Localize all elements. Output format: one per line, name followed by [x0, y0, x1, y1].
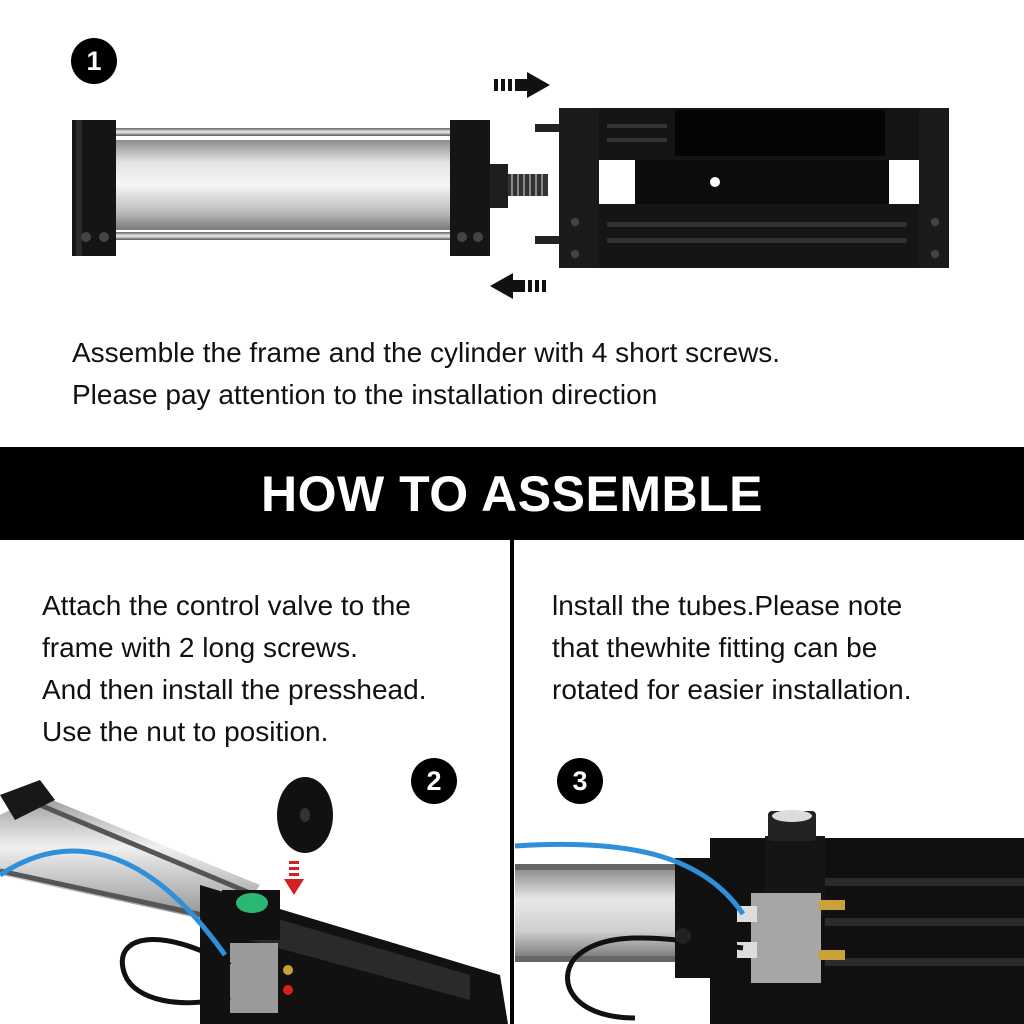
step-2-line: And then install the presshead. [42, 674, 427, 705]
frame-image [535, 108, 949, 268]
step-2-line: frame with 2 long screws. [42, 632, 358, 663]
step-3-line: lnstall the tubes.Please note [552, 590, 903, 621]
tube-installation-image [514, 810, 1024, 1024]
step-1-badge: 1 [71, 38, 117, 84]
step-2-instructions: Attach the control valve to the frame wi… [42, 585, 426, 753]
valve-presshead-image [0, 777, 508, 1024]
step-1-line: Please pay attention to the installation… [72, 379, 658, 410]
step-2-line: Use the nut to position. [42, 716, 329, 747]
step-2-badge: 2 [411, 758, 457, 804]
section-banner: HOW TO ASSEMBLE [0, 447, 1024, 540]
step-3-line: that thewhite fitting can be [552, 632, 878, 663]
banner-title: HOW TO ASSEMBLE [261, 465, 763, 522]
step-1-instructions: Assemble the frame and the cylinder with… [72, 332, 780, 416]
column-divider [510, 540, 514, 1024]
step-3-instructions: lnstall the tubes.Please note that thewh… [552, 585, 912, 711]
cylinder-image [72, 120, 548, 256]
step-3-badge: 3 [557, 758, 603, 804]
step-2-line: Attach the control valve to the [42, 590, 411, 621]
arrow-right-icon [494, 72, 550, 98]
arrow-left-icon [490, 273, 546, 299]
step-1-line: Assemble the frame and the cylinder with… [72, 337, 781, 368]
step-3-line: rotated for easier installation. [552, 674, 912, 705]
